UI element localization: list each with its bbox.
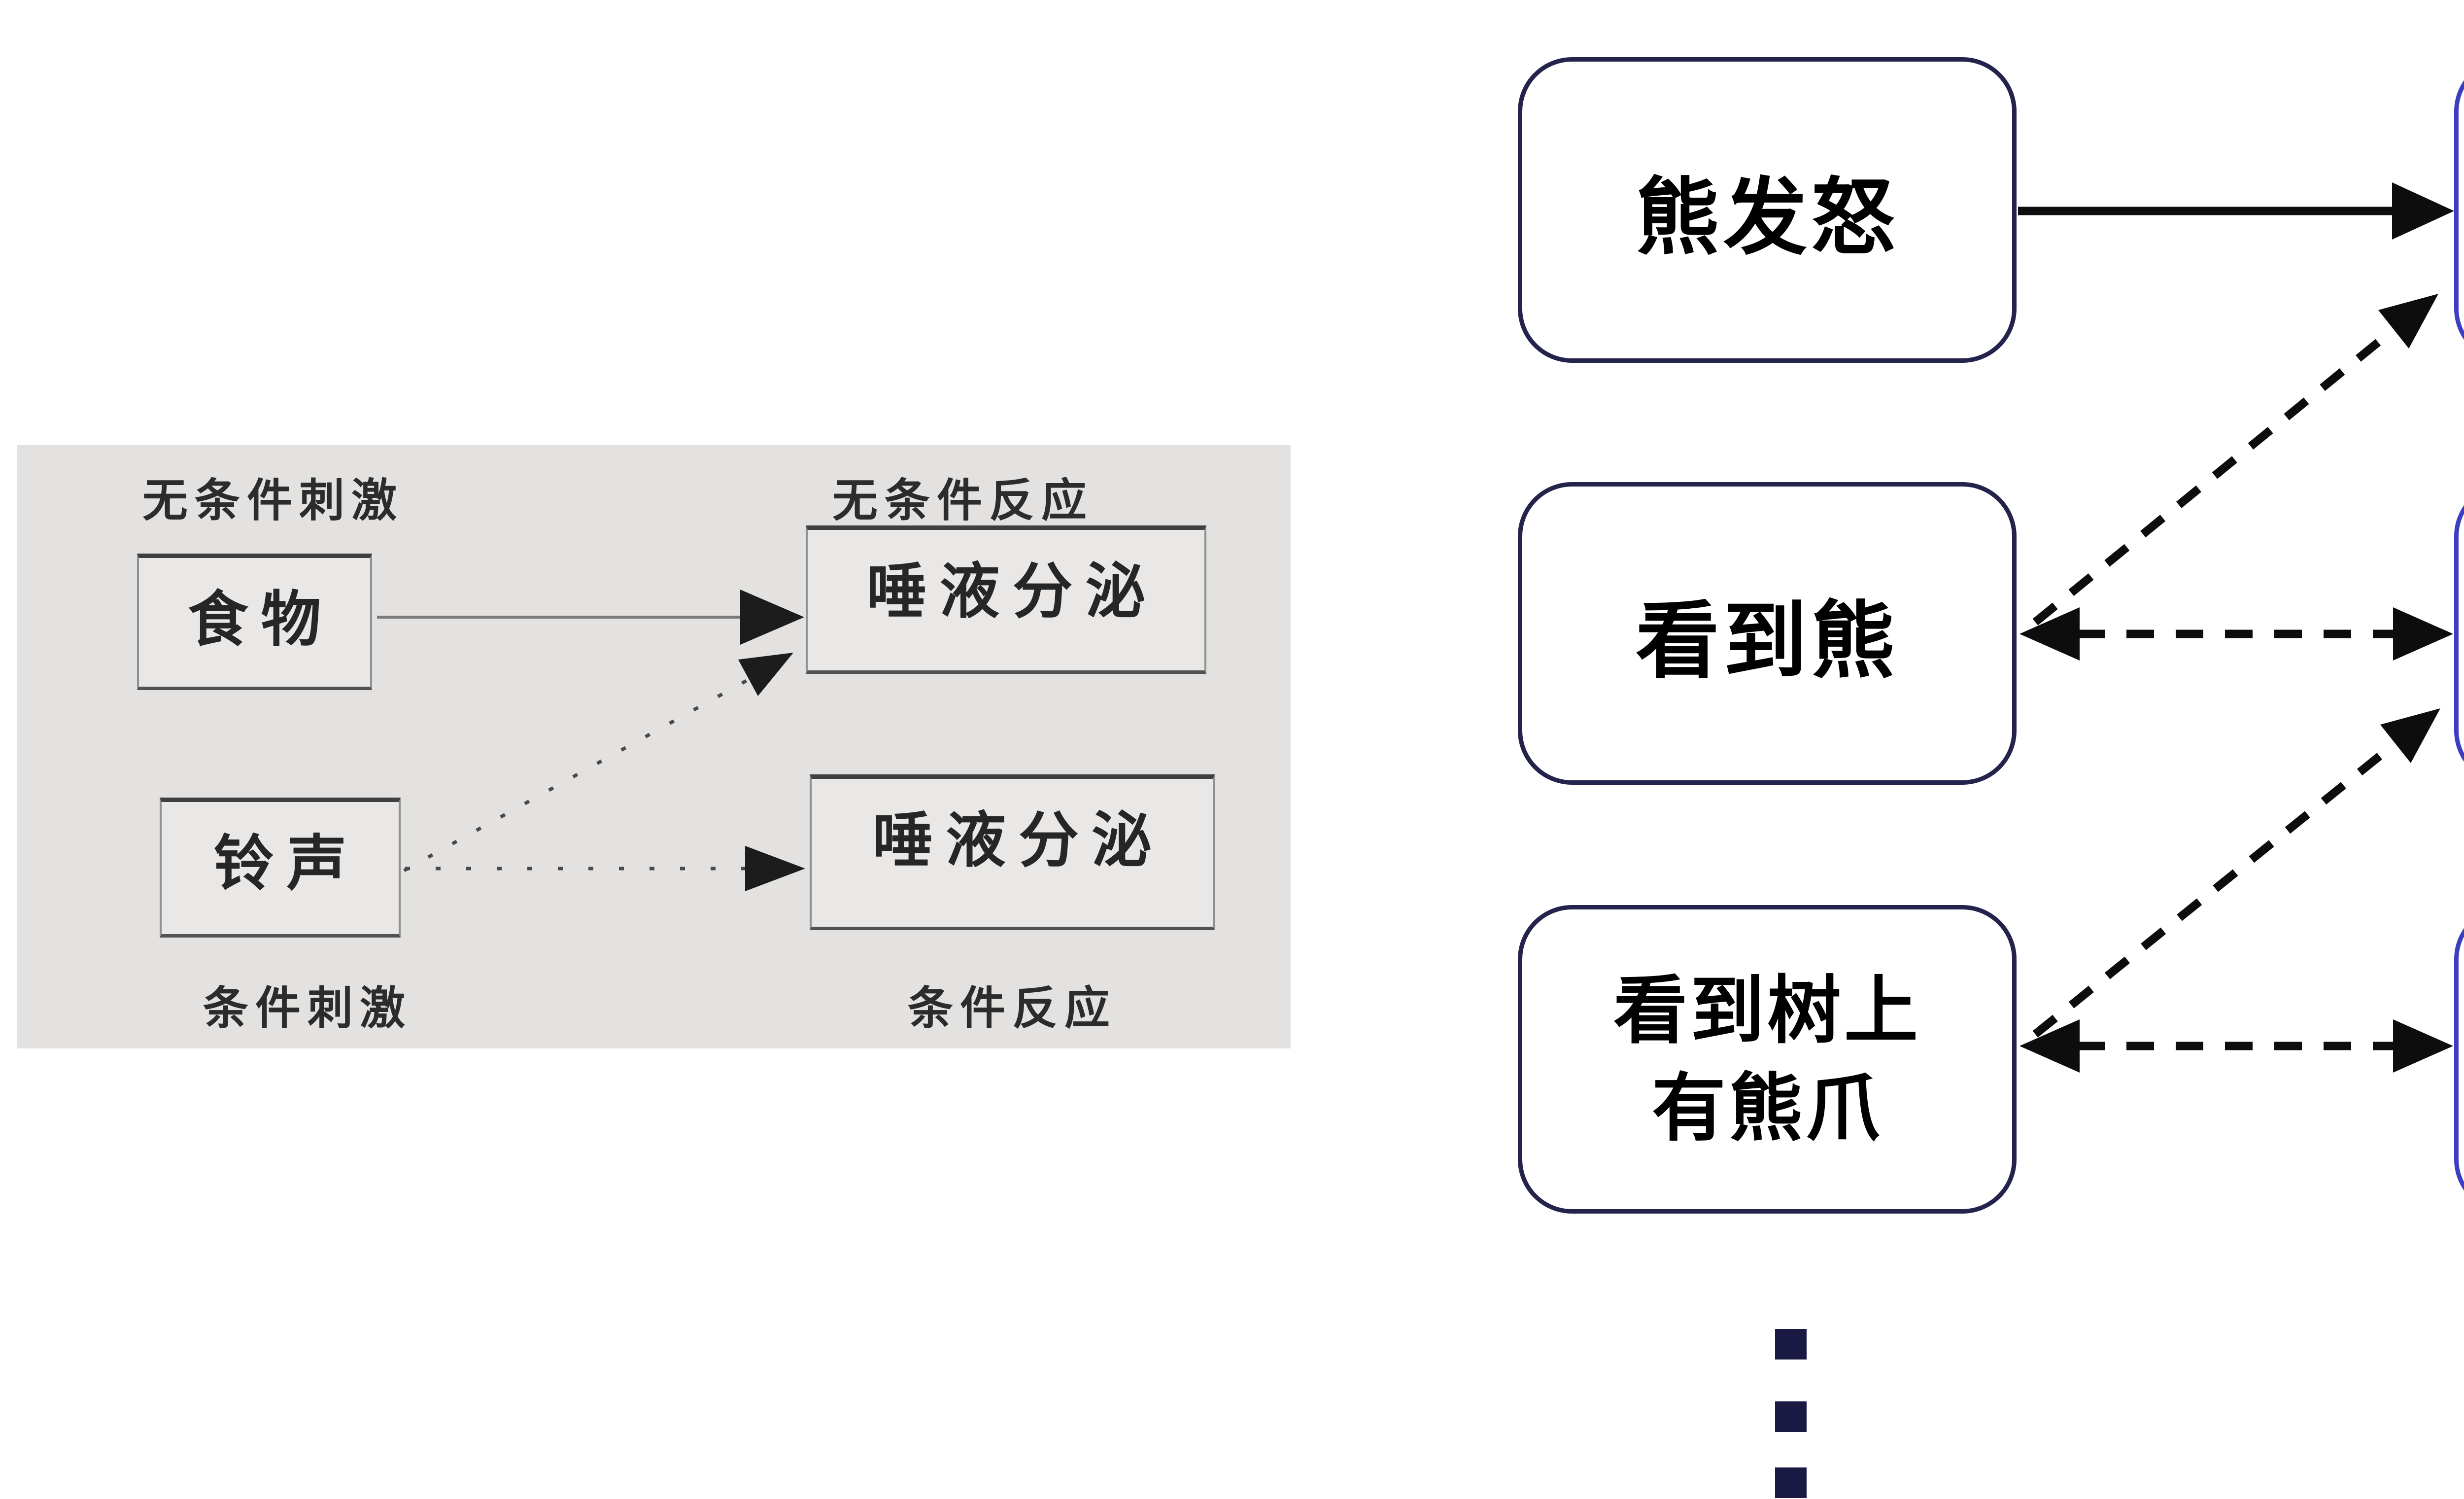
bear-angry-to-reward-solid-arrow <box>2018 182 2454 240</box>
see-claw-line1: 看到树上 <box>1613 969 1921 1052</box>
salivation-upper-box: 唾液分泌 <box>806 525 1206 674</box>
see-claw-label: 看到树上 有熊爪 <box>1613 962 1921 1157</box>
salivation-upper-label: 唾液分泌 <box>866 558 1159 625</box>
salivation-lower-label: 唾液分泌 <box>873 807 1164 874</box>
see-bear-label: 看到熊 <box>1635 594 1899 688</box>
food-box: 食物 <box>137 554 372 690</box>
unconditioned-stimulus-label: 无条件刺激 <box>142 476 404 526</box>
salivation-lower-box: 唾液分泌 <box>810 774 1215 930</box>
food-to-salivation-solid-arrow <box>377 590 804 645</box>
bell-box: 铃声 <box>160 798 401 938</box>
conditioned-stimulus-label: 条件刺激 <box>203 983 412 1034</box>
conditioned-response-label: 条件反应 <box>907 983 1117 1034</box>
see-claw-to-value-s-prime-dashed-diagonal-arrow <box>2032 708 2440 1038</box>
see-bear-to-reward-dashed-diagonal-arrow <box>2032 294 2438 626</box>
bell-to-salivation-upper-dotted-arrow <box>403 653 793 872</box>
see-claw-to-value-s-dashed-arrow <box>2019 1019 2453 1073</box>
bell-box-label: 铃声 <box>213 830 360 897</box>
see-bear-to-value-s-prime-dashed-arrow <box>2019 607 2453 661</box>
bear-angry-box: 熊发怒 <box>1518 57 2017 363</box>
see-claw-line2: 有熊爪 <box>1651 1067 1882 1150</box>
ellipsis-dots-left-column <box>1775 1329 1807 1498</box>
bell-to-salivation-lower-dotted-arrow <box>405 846 805 891</box>
food-box-label: 食物 <box>188 586 334 653</box>
see-claw-box: 看到树上 有熊爪 <box>1518 905 2017 1214</box>
bear-angry-label: 熊发怒 <box>1635 171 1899 265</box>
unconditioned-response-label: 无条件反应 <box>832 476 1094 526</box>
see-bear-box: 看到熊 <box>1518 482 2017 785</box>
